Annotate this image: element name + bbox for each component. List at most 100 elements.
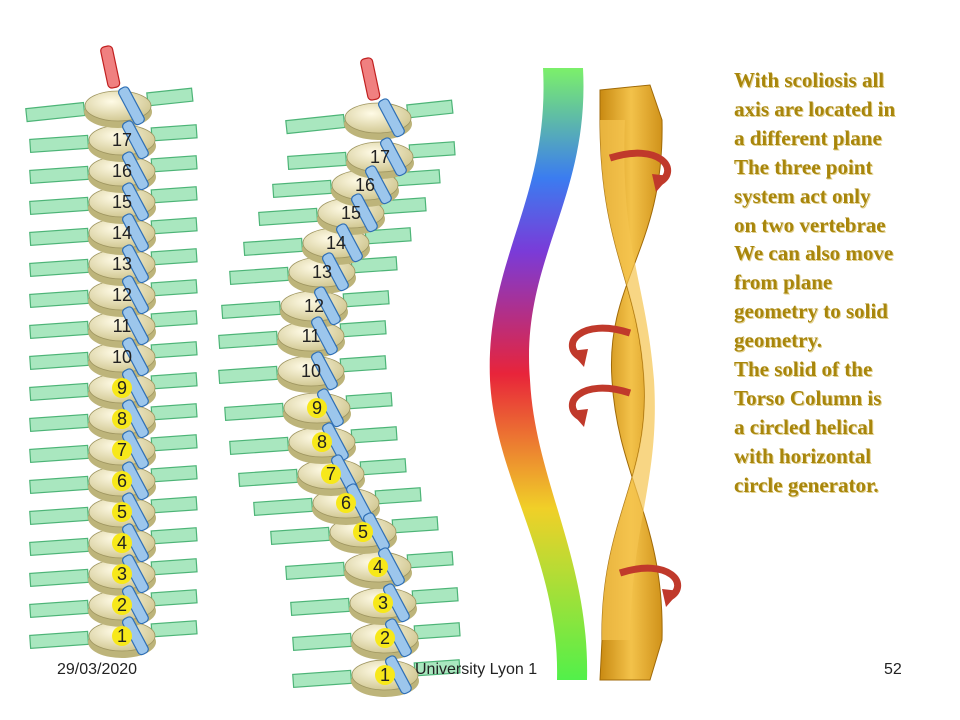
vertebra-label: 5 (358, 522, 368, 542)
body-line: from plane (734, 270, 833, 295)
vertebra-label: 8 (317, 432, 327, 452)
vertebra-label: 6 (117, 471, 127, 491)
axis-tube (122, 306, 149, 346)
vertebra-label: 1 (380, 665, 390, 685)
transverse-rod (218, 330, 279, 350)
transverse-rod (345, 392, 393, 410)
vertebra-label: 14 (326, 233, 346, 253)
label-highlight (112, 440, 132, 460)
arrow-head (662, 589, 680, 607)
transverse-rod (339, 320, 387, 338)
transverse-rod (150, 527, 198, 545)
transverse-rod (29, 506, 90, 526)
vertebra-label: 4 (117, 533, 127, 553)
label-highlight (307, 398, 327, 418)
vertebra-label: 1 (117, 626, 127, 646)
transverse-rod (292, 669, 353, 689)
transverse-rod (29, 196, 90, 216)
vertebra-label: 10 (112, 347, 132, 367)
vertebra-label: 10 (301, 361, 321, 381)
body-line: on two vertebrae (734, 212, 886, 237)
transverse-rod (29, 258, 90, 278)
label-highlight (112, 595, 132, 615)
transverse-rod (150, 589, 198, 607)
vertebra-label: 17 (112, 130, 132, 150)
transverse-rod (150, 620, 198, 638)
transverse-rod (406, 99, 454, 119)
transverse-rod (150, 496, 198, 514)
label-highlight (112, 564, 132, 584)
axis-tube (311, 316, 338, 356)
transverse-rod (29, 165, 90, 185)
transverse-rod (150, 403, 198, 421)
arrow-head (570, 409, 588, 427)
transverse-rod (29, 134, 90, 154)
transverse-rod (25, 101, 86, 123)
transverse-rod (146, 87, 194, 107)
label-highlight (353, 522, 373, 542)
body-line: The three point (734, 154, 873, 179)
vertebra-label: 5 (117, 502, 127, 522)
transverse-rod (270, 526, 331, 546)
label-highlight (375, 628, 395, 648)
transverse-rod (150, 465, 198, 483)
body-line: Torso Column is (734, 385, 882, 410)
body-line: a different plane (734, 125, 882, 150)
vertebra-label: 16 (355, 175, 375, 195)
vertebra-label: 12 (112, 285, 132, 305)
label-highlight (112, 471, 132, 491)
transverse-rod (29, 537, 90, 557)
arrow-head (570, 349, 588, 367)
vertebra-label: 13 (112, 254, 132, 274)
transverse-rod (290, 597, 351, 617)
transverse-rod (218, 365, 279, 385)
axis-tube (122, 151, 149, 191)
transverse-rod (339, 355, 387, 373)
body-line: system act only (734, 183, 871, 208)
vertebra-label: 17 (370, 147, 390, 167)
transverse-rod (29, 568, 90, 588)
transverse-rod (150, 558, 198, 576)
axis-tube (122, 244, 149, 284)
axis-tube (122, 182, 149, 222)
axis-tube (380, 137, 407, 177)
transverse-rod (411, 587, 459, 605)
axis-tube (351, 193, 378, 233)
transverse-rod (150, 279, 198, 297)
label-highlight (112, 626, 132, 646)
top-axis-tube (360, 57, 381, 101)
vertebra-label: 2 (380, 628, 390, 648)
transverse-rod (29, 475, 90, 495)
axis-tube (365, 165, 392, 205)
transverse-rod (150, 186, 198, 204)
body-line: We can also move (734, 241, 894, 266)
label-highlight (321, 464, 341, 484)
vertebra-label: 2 (117, 595, 127, 615)
axis-tube (378, 98, 405, 138)
transverse-rod (285, 561, 346, 581)
body-line: a circled helical (734, 414, 874, 439)
vertebra-label: 6 (341, 493, 351, 513)
vertebra-label: 13 (312, 262, 332, 282)
vertebra-label: 11 (113, 316, 132, 336)
transverse-rod (150, 217, 198, 235)
vertebra-label: 12 (304, 296, 324, 316)
transverse-rod (150, 310, 198, 328)
transverse-rod (408, 141, 456, 159)
axis-tube (314, 286, 341, 326)
footer-date: 29/03/2020 (57, 661, 138, 678)
transverse-rod (150, 434, 198, 452)
transverse-rod (413, 622, 461, 640)
vertebra-label: 7 (326, 464, 336, 484)
transverse-rod (391, 516, 439, 534)
vertebra-label: 7 (117, 440, 127, 460)
body-line: geometry. (734, 328, 823, 353)
axis-tube (122, 213, 149, 253)
transverse-rod (374, 487, 422, 505)
transverse-rod (150, 155, 198, 173)
transverse-rod (342, 290, 390, 308)
label-highlight (112, 378, 132, 398)
transverse-rod (150, 248, 198, 266)
